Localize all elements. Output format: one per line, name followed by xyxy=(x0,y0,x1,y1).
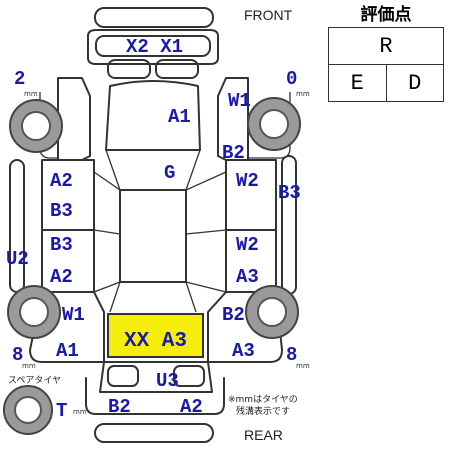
left-rear-quarter xyxy=(29,291,105,363)
code-right-side: B3 xyxy=(278,182,301,204)
code-roof: G xyxy=(164,162,175,184)
left-windows xyxy=(93,171,121,293)
code-right-rear-wheel-arch: B2 xyxy=(222,304,245,326)
front-glass-inner xyxy=(95,35,211,57)
headlight-right xyxy=(155,59,199,79)
tread-front-right: 0 xyxy=(286,68,297,90)
mm-unit-rear-right: mm xyxy=(296,362,310,370)
rear-bumper xyxy=(94,423,214,443)
trunk-highlight xyxy=(107,313,204,358)
code-left-rear-quarter: A1 xyxy=(56,340,79,362)
right-windows xyxy=(185,171,227,293)
rear-deck xyxy=(99,361,213,393)
right-rear-quarter xyxy=(207,291,283,363)
code-trunk: XX A3 xyxy=(124,330,187,353)
mm-note-line1: ※mmはタイヤの xyxy=(228,394,298,405)
code-hood: A1 xyxy=(168,106,191,128)
code-right-a-pillar: B2 xyxy=(222,142,245,164)
mm-unit-spare: mm xyxy=(73,408,87,416)
front-label: FRONT xyxy=(244,7,293,23)
code-left-front-door-upper: A2 xyxy=(50,170,73,192)
headlight-left xyxy=(107,59,151,79)
hood xyxy=(105,80,201,151)
code-rear-left-corner: B2 xyxy=(108,396,131,418)
score-exterior: E xyxy=(350,70,364,96)
mm-note-line2: 残溝表示です xyxy=(236,405,290,417)
windshield-edges xyxy=(105,149,201,191)
code-front-glass: X2 X1 xyxy=(126,36,183,58)
score-row-overall: R xyxy=(329,28,443,64)
score-box: 評価点 R E D xyxy=(328,3,444,102)
rear-panel xyxy=(85,377,225,415)
code-left-rear-door-lower: A2 xyxy=(50,266,73,288)
rear-glass-edges xyxy=(109,281,197,313)
front-left-fender xyxy=(57,77,91,161)
tire-rear-left xyxy=(7,285,61,339)
tread-rear-left: 8 xyxy=(12,344,23,366)
right-sill xyxy=(281,155,297,295)
tire-spare xyxy=(3,385,53,435)
code-left-rear-door-upper: B3 xyxy=(50,234,73,256)
tire-front-left xyxy=(9,99,63,153)
left-sill xyxy=(9,159,25,293)
score-row-detail: E D xyxy=(329,64,443,101)
mm-unit-front-right: mm xyxy=(296,90,310,98)
code-left-rear-wheel-arch: W1 xyxy=(62,304,85,326)
tread-rear-right: 8 xyxy=(286,344,297,366)
mm-unit-front-left: mm xyxy=(24,90,38,98)
score-grid: R E D xyxy=(328,27,444,102)
spare-tire-label: スペアタイヤ xyxy=(8,375,61,386)
rear-label: REAR xyxy=(244,427,283,443)
code-front-right-fender: W1 xyxy=(228,90,251,112)
score-overall: R xyxy=(379,33,393,59)
code-right-front-door-upper: W2 xyxy=(236,170,259,192)
code-right-rear-quarter: A3 xyxy=(232,340,255,362)
code-left-front-door-lower: B3 xyxy=(50,200,73,222)
score-interior: D xyxy=(385,65,444,101)
code-left-side: U2 xyxy=(6,248,29,270)
tread-spare: T xyxy=(56,400,67,422)
code-right-rear-door-lower: A3 xyxy=(236,266,259,288)
code-rear-bumper-center: U3 xyxy=(156,370,179,392)
front-glass-frame xyxy=(87,29,219,65)
tire-front-right xyxy=(247,97,301,151)
front-bumper xyxy=(94,7,214,28)
code-rear-right-corner: A2 xyxy=(180,396,203,418)
taillight-left xyxy=(107,365,139,387)
score-title: 評価点 xyxy=(360,5,412,25)
mm-unit-rear-left: mm xyxy=(22,362,36,370)
taillight-right xyxy=(173,365,205,387)
tire-rear-right xyxy=(245,285,299,339)
code-right-rear-door-upper: W2 xyxy=(236,234,259,256)
roof xyxy=(119,189,187,283)
tread-front-left: 2 xyxy=(14,68,25,90)
